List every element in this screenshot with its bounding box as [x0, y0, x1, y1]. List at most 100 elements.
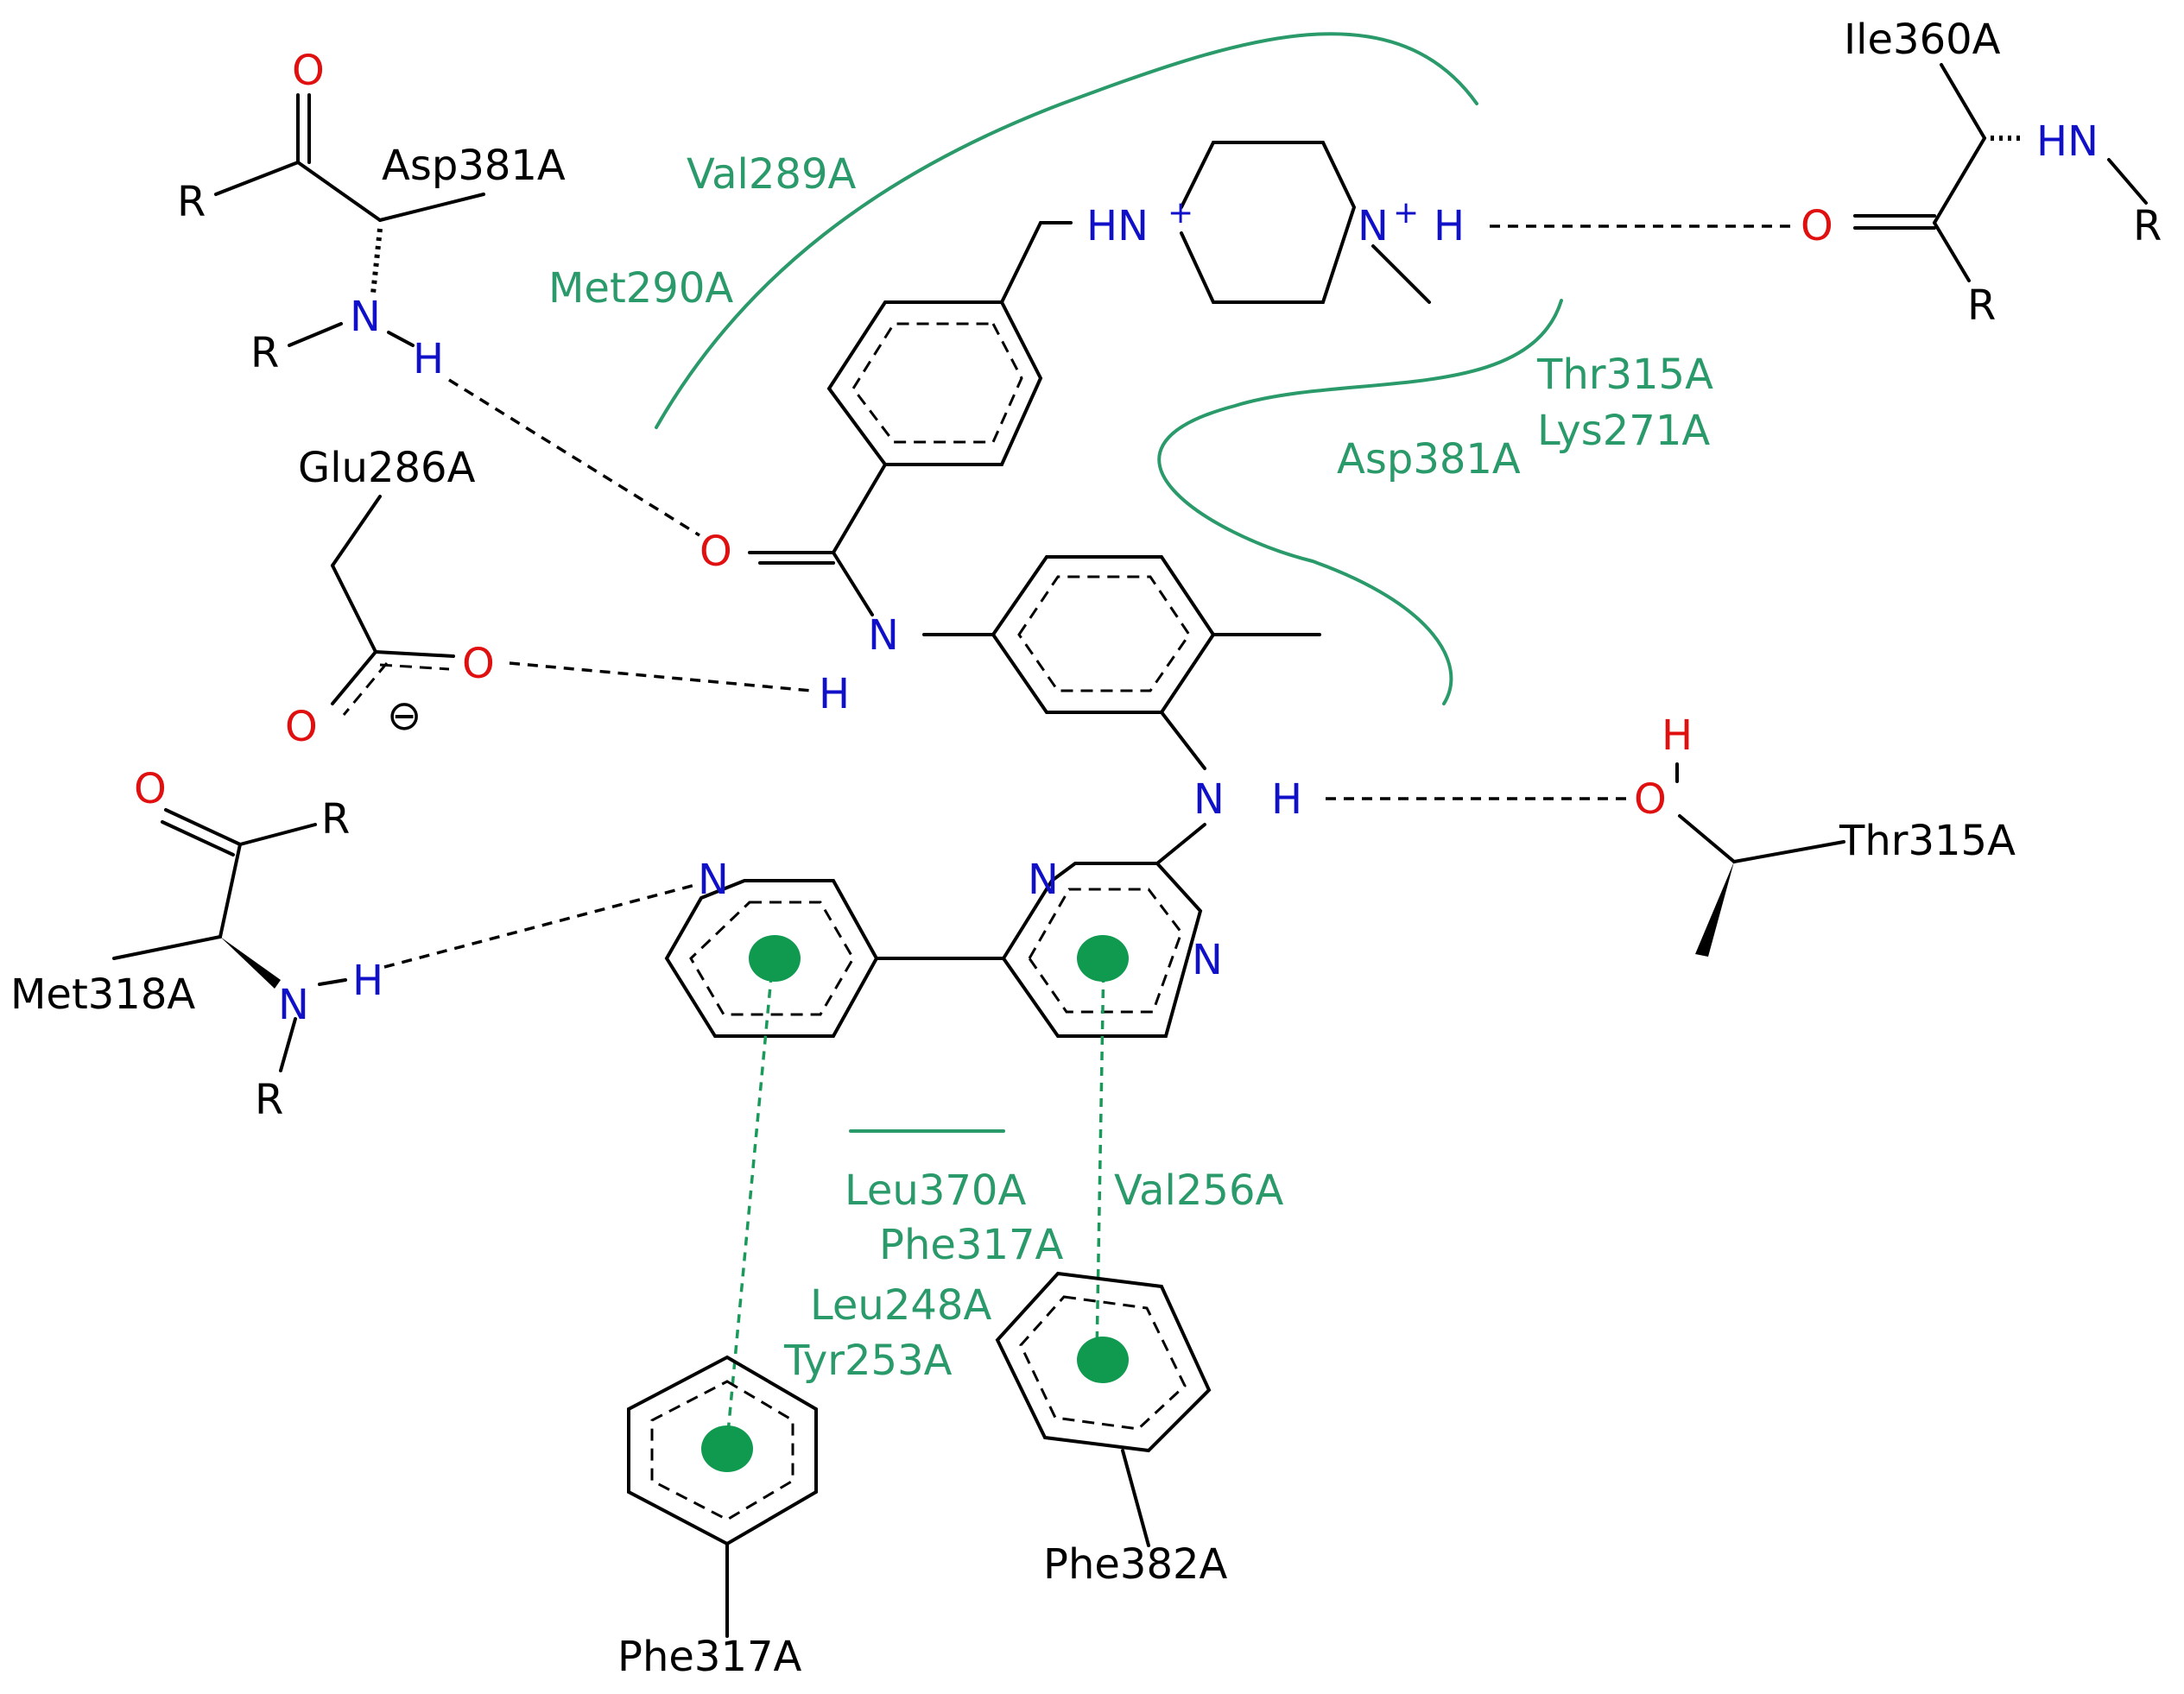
pi-center-phe317 — [701, 1425, 753, 1472]
atom-n-plus: N — [1358, 202, 1389, 250]
thr315-c-ca — [1732, 840, 1845, 863]
thr315-wedge — [1695, 862, 1734, 957]
label-val256: Val256A — [1114, 1166, 1283, 1215]
atom-o-met318: O — [134, 765, 167, 813]
pi-center-pyridine — [749, 935, 801, 982]
label-phe317-green: Phe317A — [879, 1221, 1064, 1269]
glu286-co-a — [374, 650, 455, 658]
label-glu286-residue: Glu286A — [298, 444, 476, 492]
met318-c-ca — [218, 843, 242, 939]
hbond-asp381-carbonyl — [448, 378, 700, 537]
label-ile360-residue: Ile360A — [1844, 16, 2001, 64]
hbond-met318-pyridine — [383, 883, 696, 969]
ile360-n-r — [2107, 158, 2148, 205]
pi-stack-line-right — [1095, 958, 1105, 1356]
atom-charge-minus: ⊖ — [387, 692, 421, 740]
aryl-nh-bond — [1160, 711, 1206, 770]
pyrimidine-nh-bond — [1155, 823, 1206, 865]
hydrophobic-arc-right — [1157, 299, 1563, 705]
asp381-n-r — [288, 322, 343, 347]
label-val289: Val289A — [687, 150, 856, 199]
atom-o-thr315: O — [1634, 775, 1667, 824]
asp381-ca-n — [370, 228, 383, 294]
atom-o-ile360: O — [1801, 202, 1833, 250]
benzamide-ring-inner — [851, 322, 1023, 444]
phe382-ring-inner — [1019, 1295, 1187, 1431]
met318-n-r — [279, 1017, 297, 1072]
glu286-co-b — [379, 663, 450, 671]
atom-plus-1: + — [1168, 195, 1193, 231]
ile360-c-r — [1933, 221, 1971, 282]
pi-center-phe382 — [1077, 1337, 1129, 1383]
atom-h-piperazine: H — [1434, 202, 1465, 250]
atom-hn-ile360: HN — [2036, 117, 2099, 166]
label-thr315-green: Thr315A — [1536, 351, 1713, 399]
benzamide-ring — [826, 300, 1043, 466]
met318-n-h — [318, 978, 347, 986]
atom-o-carbonyl: O — [700, 528, 732, 576]
label-lys271: Lys271A — [1537, 407, 1710, 455]
pyrimidine-ring — [1001, 862, 1203, 1038]
atom-n-met318: N — [278, 981, 309, 1029]
ch2-bond-a — [1000, 221, 1042, 304]
label-met290: Met290A — [548, 264, 733, 313]
label-phe382-residue: Phe382A — [1043, 1540, 1228, 1589]
thr315-o-c — [1678, 814, 1736, 863]
ile360-ca-c — [1933, 136, 1986, 224]
atom-h-aniline: H — [1271, 775, 1302, 824]
atom-n-amide: N — [868, 611, 899, 660]
glu286-co2-b — [342, 662, 389, 716]
label-asp381-green: Asp381A — [1337, 435, 1521, 484]
hydrophobic-arc-top — [655, 32, 1478, 429]
glu286-chain-b — [331, 564, 377, 654]
label-thr315-residue: Thr315A — [1839, 817, 2016, 865]
label-leu248: Leu248A — [810, 1281, 991, 1330]
ring-to-carbonyl — [832, 463, 887, 554]
phe317-ring-inner — [650, 1380, 794, 1521]
atom-o-asp381: O — [292, 47, 325, 95]
amide-cn-bond — [832, 551, 874, 616]
atom-h-met318: H — [352, 957, 383, 1005]
atom-h-asp381: H — [413, 335, 444, 383]
atom-h-amide: H — [819, 670, 850, 718]
pyridine-ring-inner — [689, 901, 855, 1016]
met318-co-2 — [161, 820, 235, 856]
pi-center-pyrimidine — [1077, 935, 1129, 982]
pyridine-ring — [664, 879, 879, 1038]
phe382-stem — [1121, 1449, 1150, 1547]
atom-r-asp381-c: R — [177, 178, 206, 226]
asp381-ca-side — [378, 193, 485, 222]
atom-r-asp381-n: R — [250, 329, 279, 377]
label-asp381-residue: Asp381A — [382, 142, 566, 190]
atom-r-met318-n: R — [255, 1076, 283, 1124]
atom-n-asp381: N — [350, 293, 381, 341]
atom-r-ile360-n: R — [2133, 202, 2162, 250]
phe382-ring — [995, 1271, 1212, 1453]
atom-r-met318-c: R — [321, 795, 350, 844]
glu286-chain-a — [331, 495, 382, 567]
met318-co — [164, 808, 242, 846]
atom-hn-plus: HN — [1086, 202, 1149, 250]
met318-ca-side — [112, 935, 222, 960]
atom-o-glu286-b: O — [285, 703, 318, 751]
glu286-co2-a — [331, 650, 377, 705]
toluidine-ring-inner — [1017, 575, 1191, 692]
atom-n-pyrimidine-1: N — [1028, 856, 1059, 904]
atom-n-pyridine: N — [698, 856, 729, 904]
label-tyr253: Tyr253A — [783, 1337, 953, 1385]
piperazine-ring — [1180, 141, 1357, 304]
atom-n-pyrimidine-2: N — [1192, 936, 1223, 984]
hbond-glu286-amide — [509, 661, 813, 692]
atom-h-thr315: H — [1662, 711, 1693, 760]
ile360-ca-up — [1940, 63, 1986, 140]
label-phe317-residue: Phe317A — [617, 1633, 802, 1681]
asp381-n-h — [387, 331, 415, 347]
met318-wedge — [220, 937, 281, 989]
atom-r-ile360-c: R — [1967, 281, 1996, 330]
asp381-cr — [214, 161, 300, 196]
met318-c-r — [238, 823, 317, 846]
pyrimidine-ring-inner — [1028, 888, 1183, 1014]
atom-n-aniline: N — [1193, 775, 1225, 824]
